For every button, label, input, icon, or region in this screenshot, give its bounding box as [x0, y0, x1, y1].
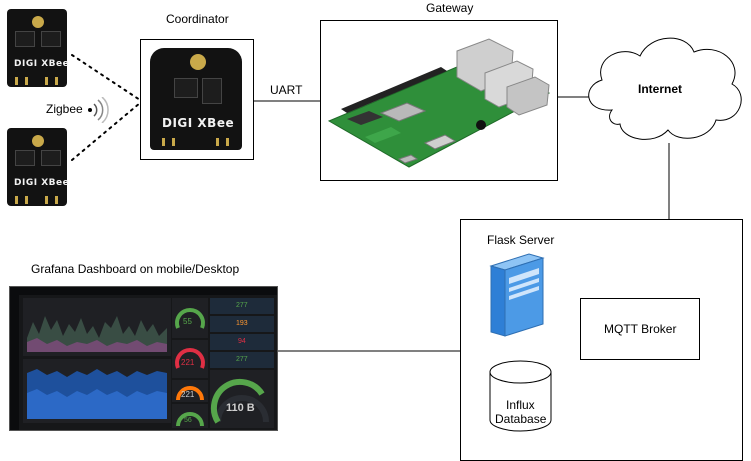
xbee-logo: DIGI XBee [14, 178, 70, 188]
internet-cloud-icon [588, 37, 742, 140]
gauge-value: 221 [181, 390, 195, 399]
dashboard-topbar [10, 287, 277, 295]
stat-panel: 94 [210, 334, 274, 350]
big-gauge-value: 110 B [226, 402, 255, 414]
xbee-chip [202, 78, 222, 104]
mqtt-broker-box [580, 298, 700, 360]
gauge-panel: 56 [172, 404, 208, 428]
uart-label: UART [270, 83, 303, 97]
gauge-panel: 221 [172, 340, 208, 378]
stat-value: 94 [238, 338, 246, 345]
xbee-end-node-top: DIGI XBee [7, 9, 70, 87]
gauge-panel: 221 [172, 380, 208, 402]
xbee-coordinator-module: DIGI XBee [150, 48, 242, 150]
xbee-chip [15, 150, 35, 166]
gauge-value: 55 [183, 317, 192, 326]
wireless-signal-icon [88, 97, 109, 123]
flask-server-label: Flask Server [487, 233, 555, 247]
big-gauge-panel: 110 B [210, 370, 274, 428]
dashboard-area-chart [23, 359, 171, 423]
xbee-chip [41, 31, 61, 47]
influx-label: Influx [506, 398, 535, 412]
gateway-label: Gateway [426, 1, 474, 15]
gateway-box [320, 20, 558, 181]
grafana-dashboard: 55 221 221 56 277 193 94 277 110 B [9, 286, 278, 431]
gauge-value: 56 [184, 417, 192, 424]
xbee-logo: DIGI XBee [14, 59, 70, 69]
server-icon [489, 253, 545, 337]
xbee-chip [41, 150, 61, 166]
stat-panel: 193 [210, 316, 274, 332]
xbee-chip [15, 31, 35, 47]
stat-value: 277 [236, 302, 248, 309]
xbee-antenna-connector [32, 16, 44, 28]
raspberry-pi-board [327, 38, 551, 168]
zigbee-link-top [71, 54, 141, 101]
xbee-antenna-connector [32, 135, 44, 147]
stat-panel: 277 [210, 352, 274, 368]
zigbee-label: Zigbee [46, 102, 83, 116]
stat-value: 193 [236, 320, 248, 327]
database-icon [489, 360, 552, 432]
xbee-logo: DIGI XBee [162, 116, 235, 130]
coordinator-label: Coordinator [166, 12, 229, 26]
mqtt-broker-label: MQTT Broker [604, 322, 677, 336]
xbee-chip [174, 78, 198, 98]
gauge-panel: 55 [172, 298, 208, 338]
database-label: Database [495, 412, 547, 426]
stat-panel: 277 [210, 298, 274, 314]
internet-label: Internet [638, 82, 683, 96]
xbee-end-node-bottom: DIGI XBee [7, 128, 70, 206]
stat-value: 277 [236, 356, 248, 363]
dashboard-sidebar [10, 295, 19, 430]
zigbee-link-bottom [71, 102, 141, 161]
xbee-antenna-connector [190, 54, 206, 70]
gauge-value: 221 [181, 358, 195, 367]
grafana-label: Grafana Dashboard on mobile/Desktop [31, 262, 240, 276]
coordinator-box: DIGI XBee [140, 39, 254, 160]
dashboard-line-chart [23, 298, 171, 356]
